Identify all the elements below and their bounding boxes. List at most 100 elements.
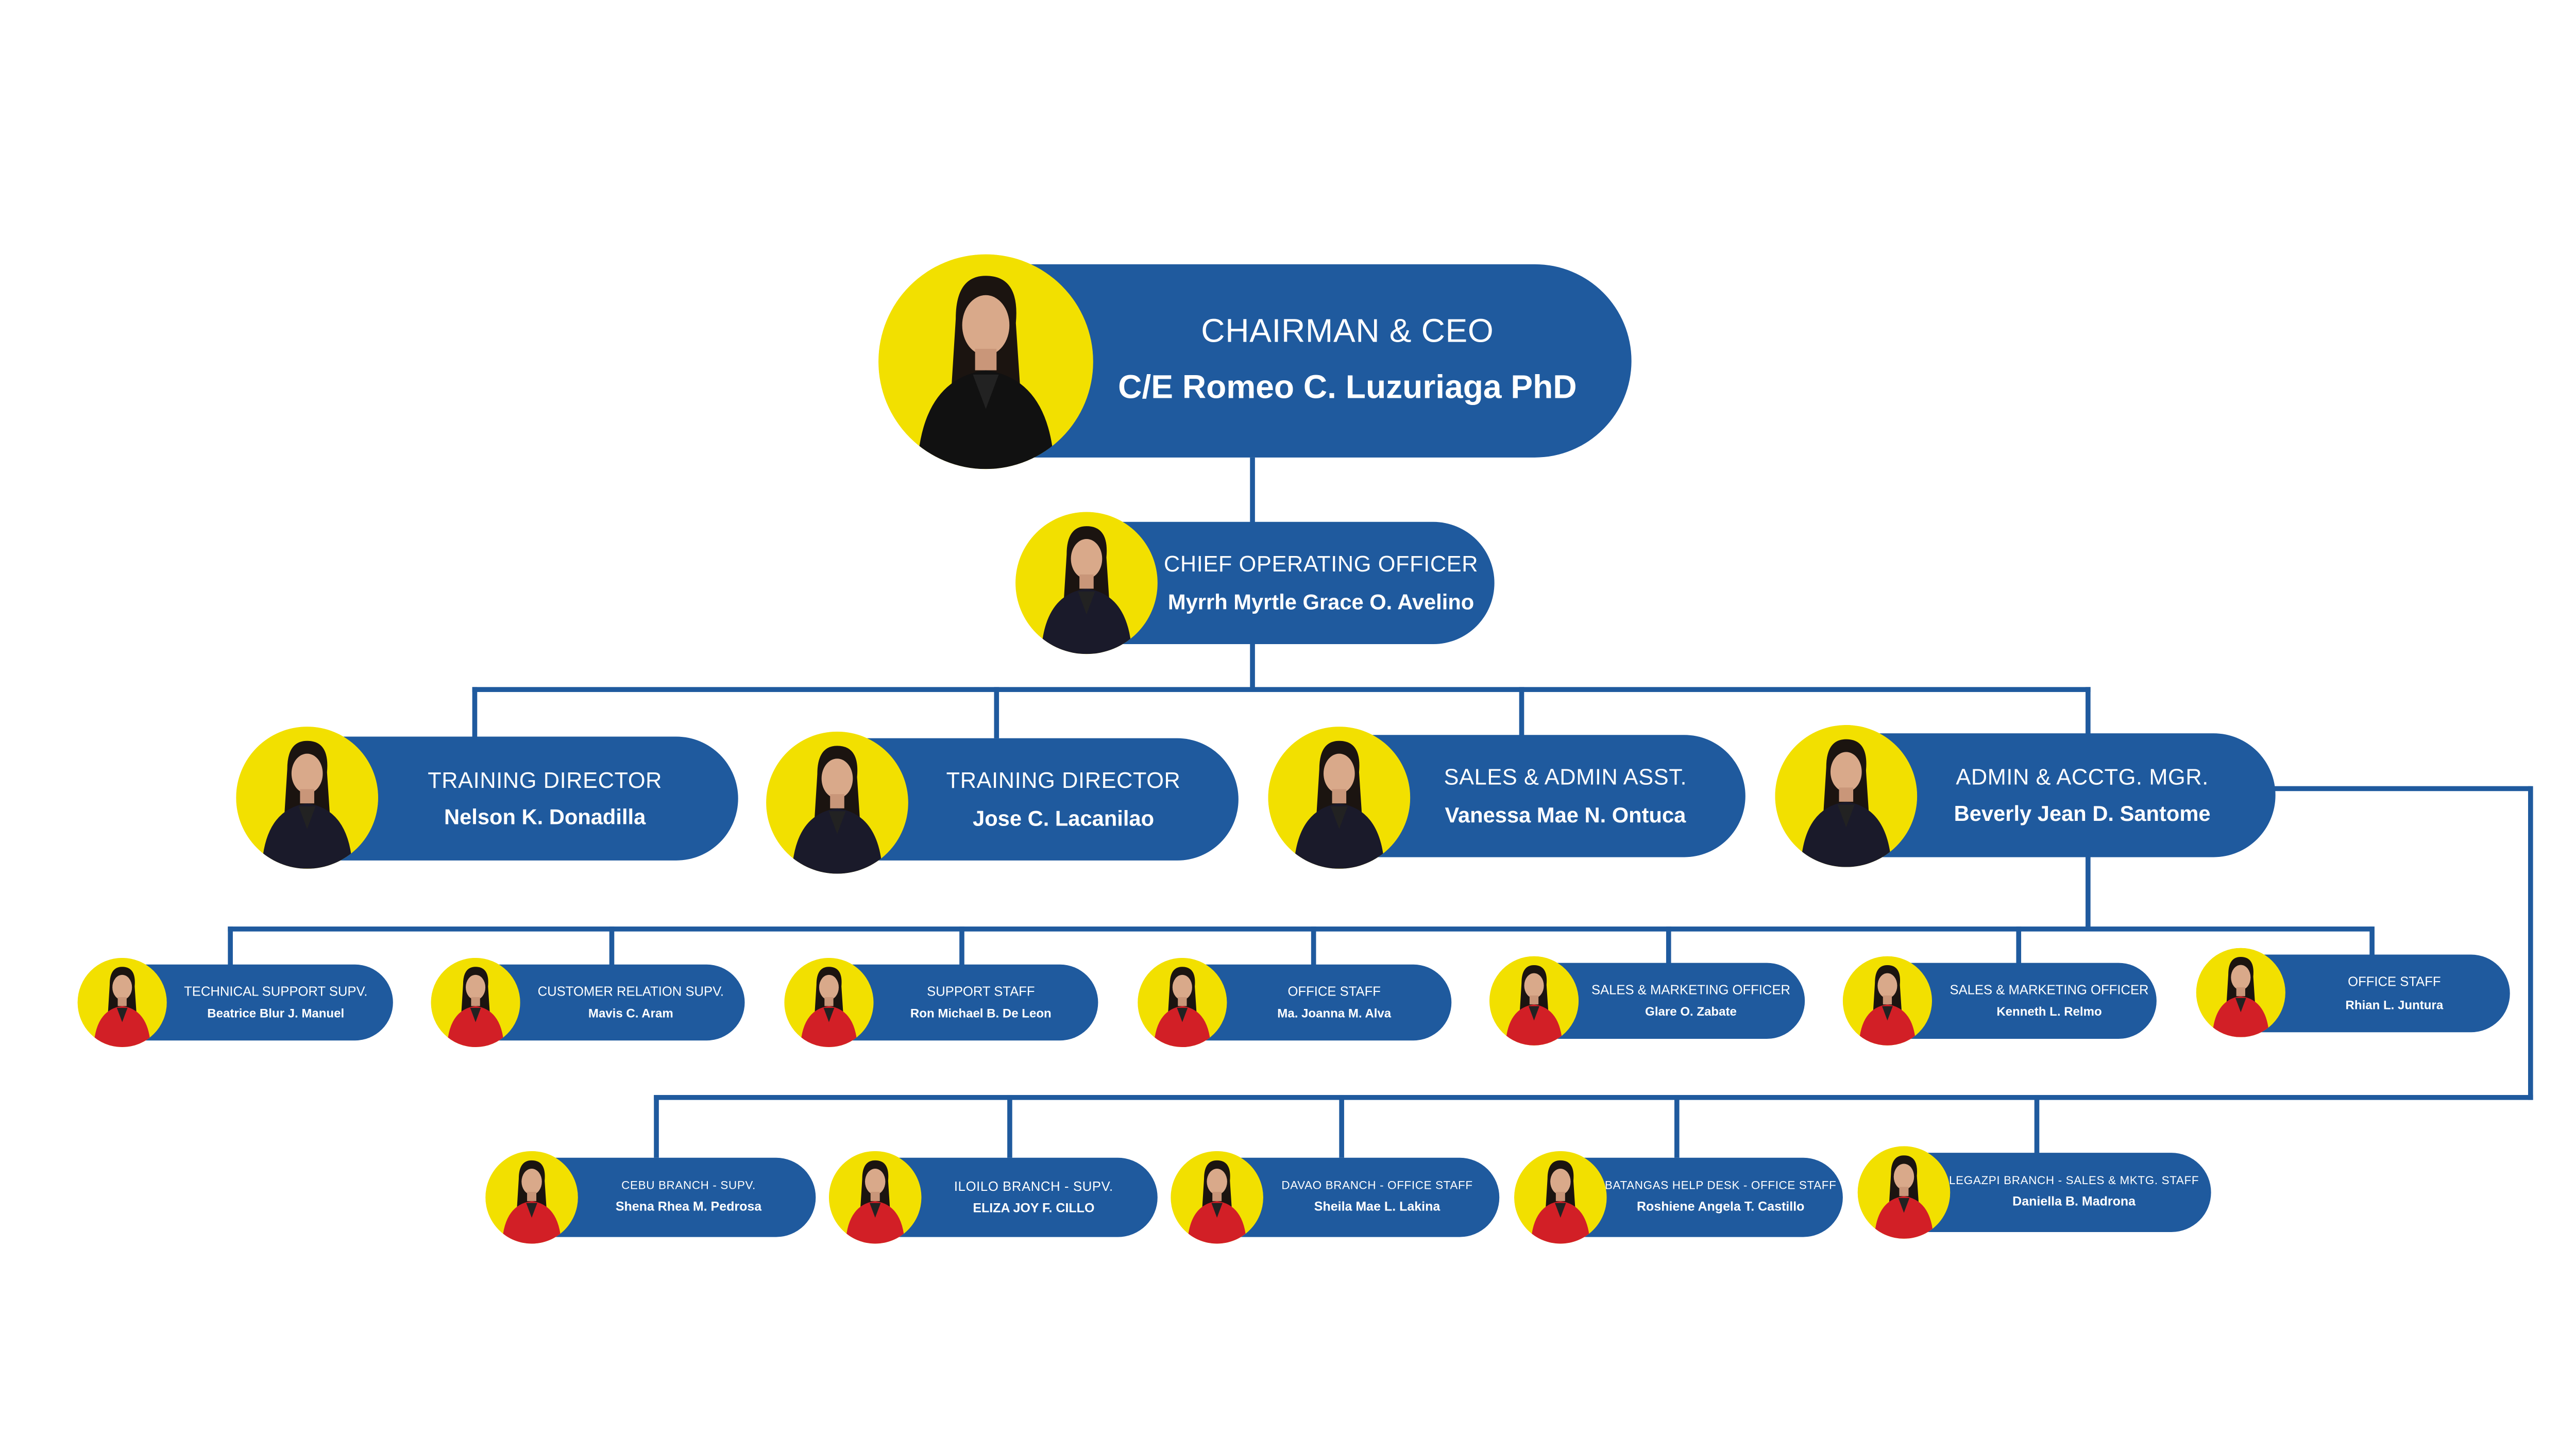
person-name: Beatrice Blur J. Manuel <box>207 1006 345 1021</box>
avatar-photo <box>2196 948 2285 1037</box>
job-title: ILOILO BRANCH - SUPV. <box>954 1178 1113 1194</box>
node-ceo: CHAIRMAN & CEO C/E Romeo C. Luzuriaga PhD <box>991 264 1632 458</box>
person-name: Nelson K. Donadilla <box>444 804 646 830</box>
connector-line <box>228 926 233 966</box>
person-name: Kenneth L. Relmo <box>1996 1004 2102 1020</box>
job-title: OFFICE STAFF <box>1287 984 1381 999</box>
person-name: Shena Rhea M. Pedrosa <box>615 1199 762 1214</box>
node-staff-5: SALES & MARKETING OFFICER Kenneth L. Relm… <box>1889 963 2157 1039</box>
avatar-photo <box>1842 956 1932 1046</box>
person-name: Roshiene Angela T. Castillo <box>1637 1199 1805 1214</box>
connector-line <box>1250 457 1255 524</box>
connector-line <box>994 687 999 738</box>
connector-line <box>2016 926 2022 966</box>
avatar-photo <box>1857 1146 1951 1239</box>
node-directors-3: ADMIN & ACCTG. MGR. Beverly Jean D. Santo… <box>1849 733 2276 857</box>
connector-line <box>2086 687 2091 738</box>
person-name: Ma. Joanna M. Alva <box>1277 1006 1392 1021</box>
connector-line <box>2086 855 2091 930</box>
node-staff-0: TECHNICAL SUPPORT SUPV. Beatrice Blur J. … <box>125 964 393 1041</box>
job-title: TECHNICAL SUPPORT SUPV. <box>184 984 368 999</box>
avatar-photo <box>236 727 378 869</box>
connector-line <box>2528 786 2533 1100</box>
avatar-photo <box>1138 957 1227 1048</box>
node-branches-0: CEBU BRANCH - SUPV. Shena Rhea M. Pedrosa <box>535 1157 816 1237</box>
person-silhouette-icon <box>77 957 167 1048</box>
person-silhouette-icon <box>485 1151 578 1244</box>
avatar-photo <box>485 1151 578 1244</box>
job-title: CHAIRMAN & CEO <box>1201 313 1494 350</box>
person-silhouette-icon <box>878 254 1093 469</box>
job-title: SALES & MARKETING OFFICER <box>1591 982 1791 998</box>
job-title: TRAINING DIRECTOR <box>428 767 663 793</box>
person-name: ELIZA JOY F. CILLO <box>973 1201 1095 1216</box>
avatar-photo <box>1171 1151 1263 1244</box>
person-silhouette-icon <box>1857 1146 1951 1239</box>
person-silhouette-icon <box>1514 1151 1607 1244</box>
job-title: SALES & ADMIN ASST. <box>1444 765 1687 790</box>
person-silhouette-icon <box>431 957 520 1048</box>
job-title: BATANGAS HELP DESK - OFFICE STAFF <box>1604 1181 1837 1193</box>
job-title: CHIEF OPERATING OFFICER <box>1163 552 1479 577</box>
connector-line <box>2272 786 2532 791</box>
node-branches-1: ILOILO BRANCH - SUPV. ELIZA JOY F. CILLO <box>876 1157 1158 1237</box>
person-name: Beverly Jean D. Santome <box>1954 801 2211 827</box>
connector-line <box>1339 1094 1344 1158</box>
node-directors-0: TRAINING DIRECTOR Nelson K. Donadilla <box>310 736 738 861</box>
connector-line <box>654 1094 659 1158</box>
job-title: OFFICE STAFF <box>2348 974 2441 990</box>
person-name: C/E Romeo C. Luzuriaga PhD <box>1118 369 1577 407</box>
node-branches-3: BATANGAS HELP DESK - OFFICE STAFF Roshien… <box>1562 1157 1843 1237</box>
connector-line <box>1666 926 1671 966</box>
person-name: Rhian L. Juntura <box>2345 997 2444 1012</box>
job-title: SUPPORT STAFF <box>927 984 1035 999</box>
person-silhouette-icon <box>1775 725 1918 867</box>
job-title: DAVAO BRANCH - OFFICE STAFF <box>1281 1181 1473 1193</box>
job-title: ADMIN & ACCTG. MGR. <box>1956 764 2209 789</box>
node-branches-2: DAVAO BRANCH - OFFICE STAFF Sheila Mae L.… <box>1218 1157 1500 1237</box>
job-title: SALES & MARKETING OFFICER <box>1950 982 2149 998</box>
avatar-photo <box>1514 1151 1607 1244</box>
job-title: CEBU BRANCH - SUPV. <box>621 1181 756 1193</box>
person-name: Sheila Mae L. Lakina <box>1314 1199 1440 1214</box>
person-name: Mavis C. Aram <box>588 1006 673 1021</box>
person-silhouette-icon <box>766 731 908 874</box>
avatar-photo <box>766 731 908 874</box>
node-staff-2: SUPPORT STAFF Ron Michael B. De Leon <box>831 964 1098 1041</box>
person-silhouette-icon <box>828 1151 922 1244</box>
connector-line <box>228 926 2373 932</box>
person-silhouette-icon <box>784 957 874 1048</box>
connector-line <box>959 926 964 966</box>
person-silhouette-icon <box>1171 1151 1263 1244</box>
connector-line <box>1674 1094 1680 1158</box>
person-silhouette-icon <box>236 727 378 869</box>
job-title: LEGAZPI BRANCH - SALES & MKTG. STAFF <box>1949 1176 2199 1188</box>
node-staff-3: OFFICE STAFF Ma. Joanna M. Alva <box>1184 964 1452 1041</box>
connector-line <box>1311 926 1316 966</box>
avatar-photo <box>1268 727 1411 869</box>
person-silhouette-icon <box>2196 948 2285 1037</box>
connector-line <box>472 687 2091 692</box>
avatar-photo <box>784 957 874 1048</box>
avatar-photo <box>431 957 520 1048</box>
person-silhouette-icon <box>1138 957 1227 1048</box>
person-name: Vanessa Mae N. Ontuca <box>1445 802 1686 827</box>
connector-line <box>1519 687 1524 738</box>
person-silhouette-icon <box>1489 956 1579 1046</box>
connector-line <box>472 687 478 738</box>
node-staff-6: OFFICE STAFF Rhian L. Juntura <box>2242 954 2510 1033</box>
connector-line <box>2369 926 2375 960</box>
person-name: Ron Michael B. De Leon <box>910 1006 1052 1021</box>
person-name: Jose C. Lacanilao <box>973 805 1155 831</box>
job-title: CUSTOMER RELATION SUPV. <box>537 984 724 999</box>
avatar-photo <box>77 957 167 1048</box>
node-staff-4: SALES & MARKETING OFFICER Glare O. Zabate <box>1535 963 1805 1039</box>
connector-line <box>609 926 615 966</box>
connector-line <box>1007 1094 1012 1158</box>
person-silhouette-icon <box>1842 956 1932 1046</box>
avatar-photo <box>1775 725 1918 867</box>
avatar-photo <box>1489 956 1579 1046</box>
person-name: Glare O. Zabate <box>1645 1004 1737 1020</box>
